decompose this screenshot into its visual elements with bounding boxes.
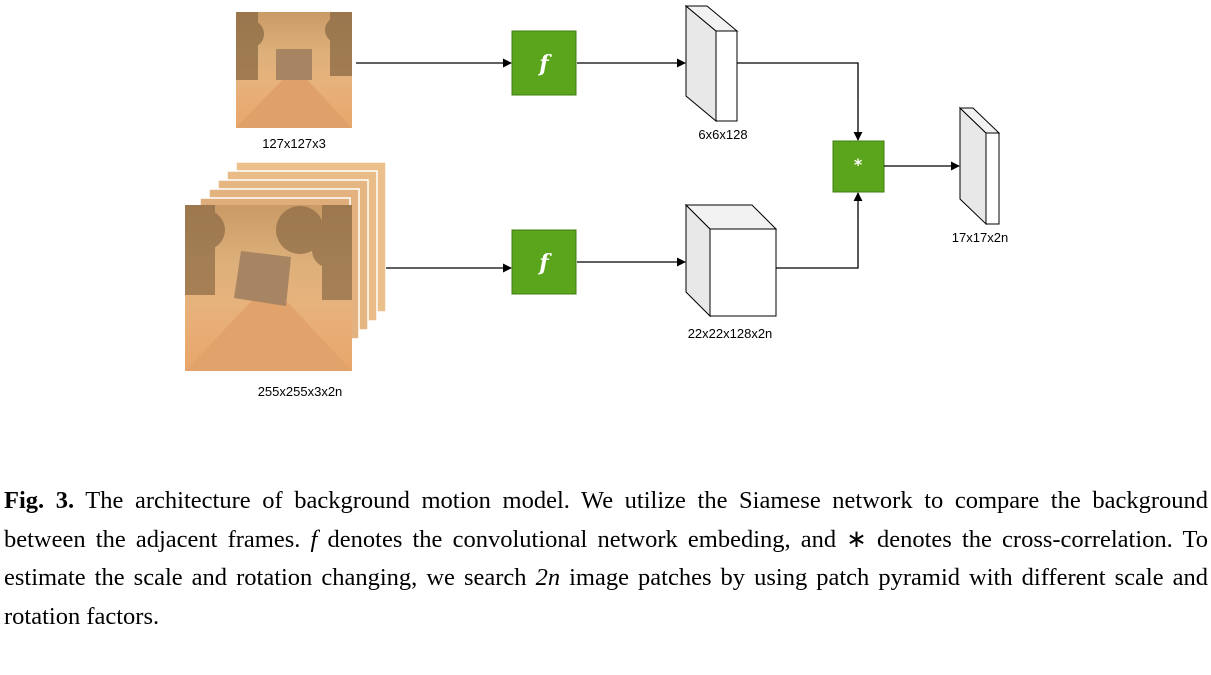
caption-text-part3: image patches by using patch pyramid wit… <box>4 564 1208 630</box>
output-tensor <box>958 106 1001 226</box>
architecture-diagram: 127x127x3 255x255x3x2n f f 6x6x128 <box>185 4 1008 399</box>
caption-symbol-2n: 2n <box>535 564 561 591</box>
template-occluder-patch <box>276 49 312 80</box>
search-feature-tensor <box>684 203 778 318</box>
arrow-template-feature-to-correlation <box>737 62 863 141</box>
search-frame-image <box>185 205 352 371</box>
template-feature-tensor <box>684 4 739 123</box>
template-embedding-symbol: f <box>537 51 552 77</box>
template-embedding-block: f <box>511 30 577 96</box>
cross-correlation-symbol: * <box>854 155 863 174</box>
template-frame-image <box>236 12 352 128</box>
figure-caption: Fig. 3. The architecture of background m… <box>4 482 1208 636</box>
output-label: 17x17x2n <box>952 230 1008 245</box>
cross-correlation-block: * <box>832 140 885 193</box>
search-occluder-patch <box>234 251 291 306</box>
template-feature-label: 6x6x128 <box>698 127 747 142</box>
search-embedding-symbol: f <box>537 250 552 276</box>
template-size-label: 127x127x3 <box>262 136 326 151</box>
arrow-search-feature-to-correlation <box>776 192 863 269</box>
caption-symbol-f: f <box>310 525 318 553</box>
search-size-label: 255x255x3x2n <box>258 384 343 399</box>
caption-text-part2: denotes the convolutional network embedi… <box>4 525 1208 592</box>
search-feature-label: 22x22x128x2n <box>688 326 773 341</box>
caption-label: Fig. 3. <box>4 487 75 514</box>
caption-text-part1: The architecture of background motion mo… <box>4 487 1208 553</box>
search-embedding-block: f <box>511 229 577 295</box>
